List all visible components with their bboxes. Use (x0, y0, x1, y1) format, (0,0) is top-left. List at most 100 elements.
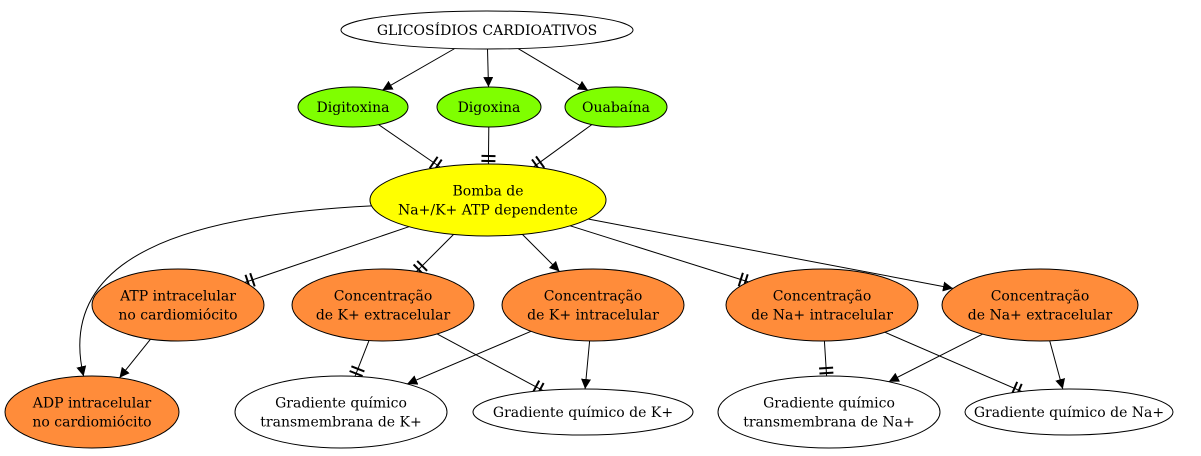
node-label: Gradiente químico de Na+ (974, 405, 1164, 421)
edge-inhibit-line (884, 331, 1022, 392)
node-pump: Bomba de Na+/K+ ATP dependente (369, 163, 607, 237)
node-grad-na: Gradiente químico de Na+ (964, 388, 1174, 436)
edge-arrow-line (407, 330, 532, 385)
node-ellipse (564, 86, 668, 128)
node-label: GLICOSÍDIOS CARDIOATIVOS (377, 21, 597, 39)
node-ellipse (369, 163, 607, 237)
edge-arrow-line (1049, 340, 1066, 390)
node-ellipse (436, 86, 542, 128)
edge-pump-to-k_intra (522, 234, 560, 272)
node-ellipse (501, 268, 685, 342)
node-root: GLICOSÍDIOS CARDIOATIVOS (340, 10, 634, 50)
edge-pump-to-adp (76, 205, 372, 377)
inhibit-bar-2 (737, 272, 744, 287)
edge-ouabaina-to-pump (531, 124, 593, 172)
node-label: ADP intracelular (32, 396, 152, 412)
inhibit-bar-2 (351, 365, 365, 373)
node-digoxina: Digoxina (436, 86, 542, 128)
inhibit-bar-2 (428, 156, 439, 169)
node-label: Gradiente químico de K+ (493, 405, 673, 421)
node-label: Digoxina (458, 100, 521, 116)
node-label: de K+ intracelular (527, 308, 659, 324)
edges-layer (76, 48, 1066, 398)
node-label: Gradiente químico (763, 396, 895, 412)
inhibit-bar-2 (819, 366, 834, 370)
node-adp: ADP intracelular no cardiomiócito (4, 375, 180, 449)
edge-root-to-ouabaina (517, 48, 589, 91)
edge-arrow-line (119, 338, 151, 379)
node-label: de K+ extracelular (316, 308, 451, 324)
inhibit-bar-2 (416, 260, 428, 272)
node-label: no cardiomiócito (118, 308, 237, 324)
node-grad-k-trans: Gradiente químico transmembrana de K+ (234, 375, 448, 449)
edge-k_intra-to-grad_k (581, 340, 592, 390)
edge-inhibit-line (354, 340, 370, 377)
node-k-intra: Concentração de K+ intracelular (501, 268, 685, 342)
edge-na_extra-to-grad_na (1049, 340, 1066, 390)
node-label: Na+/K+ ATP dependente (398, 203, 578, 219)
node-ellipse (297, 86, 409, 128)
edge-inhibit-line (378, 124, 441, 168)
node-label: Digitoxina (317, 100, 390, 116)
edge-root-to-digitoxina (382, 48, 456, 91)
node-ellipse (234, 375, 448, 449)
node-atp: ATP intracelular no cardiomiócito (91, 268, 265, 342)
node-label: no cardiomiócito (32, 415, 151, 431)
node-label: Bomba de (453, 184, 524, 200)
edge-inhibit-line (823, 340, 828, 377)
node-ouabaina: Ouabaína (564, 86, 668, 128)
node-label: Concentração (773, 289, 872, 305)
edge-pump-to-k_extra (412, 234, 454, 276)
inhibit-bar-2 (535, 155, 546, 169)
node-grad-k: Gradiente químico de K+ (472, 388, 694, 436)
node-label: transmembrana de Na+ (743, 415, 915, 431)
node-label: de Na+ extracelular (968, 308, 1113, 324)
edge-digoxina-to-pump (481, 126, 496, 165)
edge-arrow-line (522, 234, 560, 272)
edge-na_extra-to-grad_na_trans (888, 333, 983, 383)
inhibit-bar-1 (349, 370, 363, 378)
edge-inhibit-line (244, 226, 410, 283)
node-na-extra: Concentração de Na+ extracelular (941, 268, 1139, 342)
edge-na_intra-to-grad_na_trans (819, 340, 834, 377)
node-label: Concentração (544, 289, 643, 305)
node-grad-na-trans: Gradiente químico transmembrana de Na+ (717, 375, 941, 449)
node-ellipse (964, 388, 1174, 436)
node-label: transmembrana de K+ (260, 415, 421, 431)
node-ellipse (291, 268, 475, 342)
node-ellipse (340, 10, 634, 50)
node-ellipse (941, 268, 1139, 342)
edge-arrow-line (588, 218, 954, 292)
node-ellipse (4, 375, 180, 449)
node-label: Concentração (334, 289, 433, 305)
edge-inhibit-line (436, 333, 544, 392)
node-k-extra: Concentração de K+ extracelular (291, 268, 475, 342)
edge-arrow-line (581, 340, 592, 390)
edge-k_intra-to-grad_k_trans (407, 330, 532, 385)
edge-arrow-line (888, 333, 983, 383)
edge-arrow-line (483, 48, 494, 88)
node-ellipse (472, 388, 694, 436)
edge-root-to-digoxina (483, 48, 494, 88)
node-ellipse (91, 268, 265, 342)
node-label: Gradiente químico (275, 396, 407, 412)
nodes-layer: GLICOSÍDIOS CARDIOATIVOS Digitoxina Digoxi… (4, 10, 1174, 449)
edge-k_extra-to-grad_k_trans (349, 340, 370, 378)
node-label: ATP intracelular (119, 289, 236, 305)
edge-atp-to-adp (119, 338, 151, 379)
inhibit-bar-2 (249, 272, 256, 287)
node-label: Ouabaína (582, 100, 650, 116)
node-ellipse (717, 375, 941, 449)
node-na-intra: Concentração de Na+ intracelular (725, 268, 919, 342)
edge-digitoxina-to-pump (378, 124, 443, 172)
edge-inhibit-line (533, 124, 593, 168)
edge-arrow-line (517, 48, 589, 91)
node-label: Concentração (991, 289, 1090, 305)
edge-pump-to-na_extra (588, 218, 954, 292)
edge-arrow-line (382, 48, 456, 91)
node-ellipse (725, 268, 919, 342)
node-label: de Na+ intracelular (751, 308, 893, 324)
node-digitoxina: Digitoxina (297, 86, 409, 128)
edge-inhibit-line (570, 225, 749, 283)
